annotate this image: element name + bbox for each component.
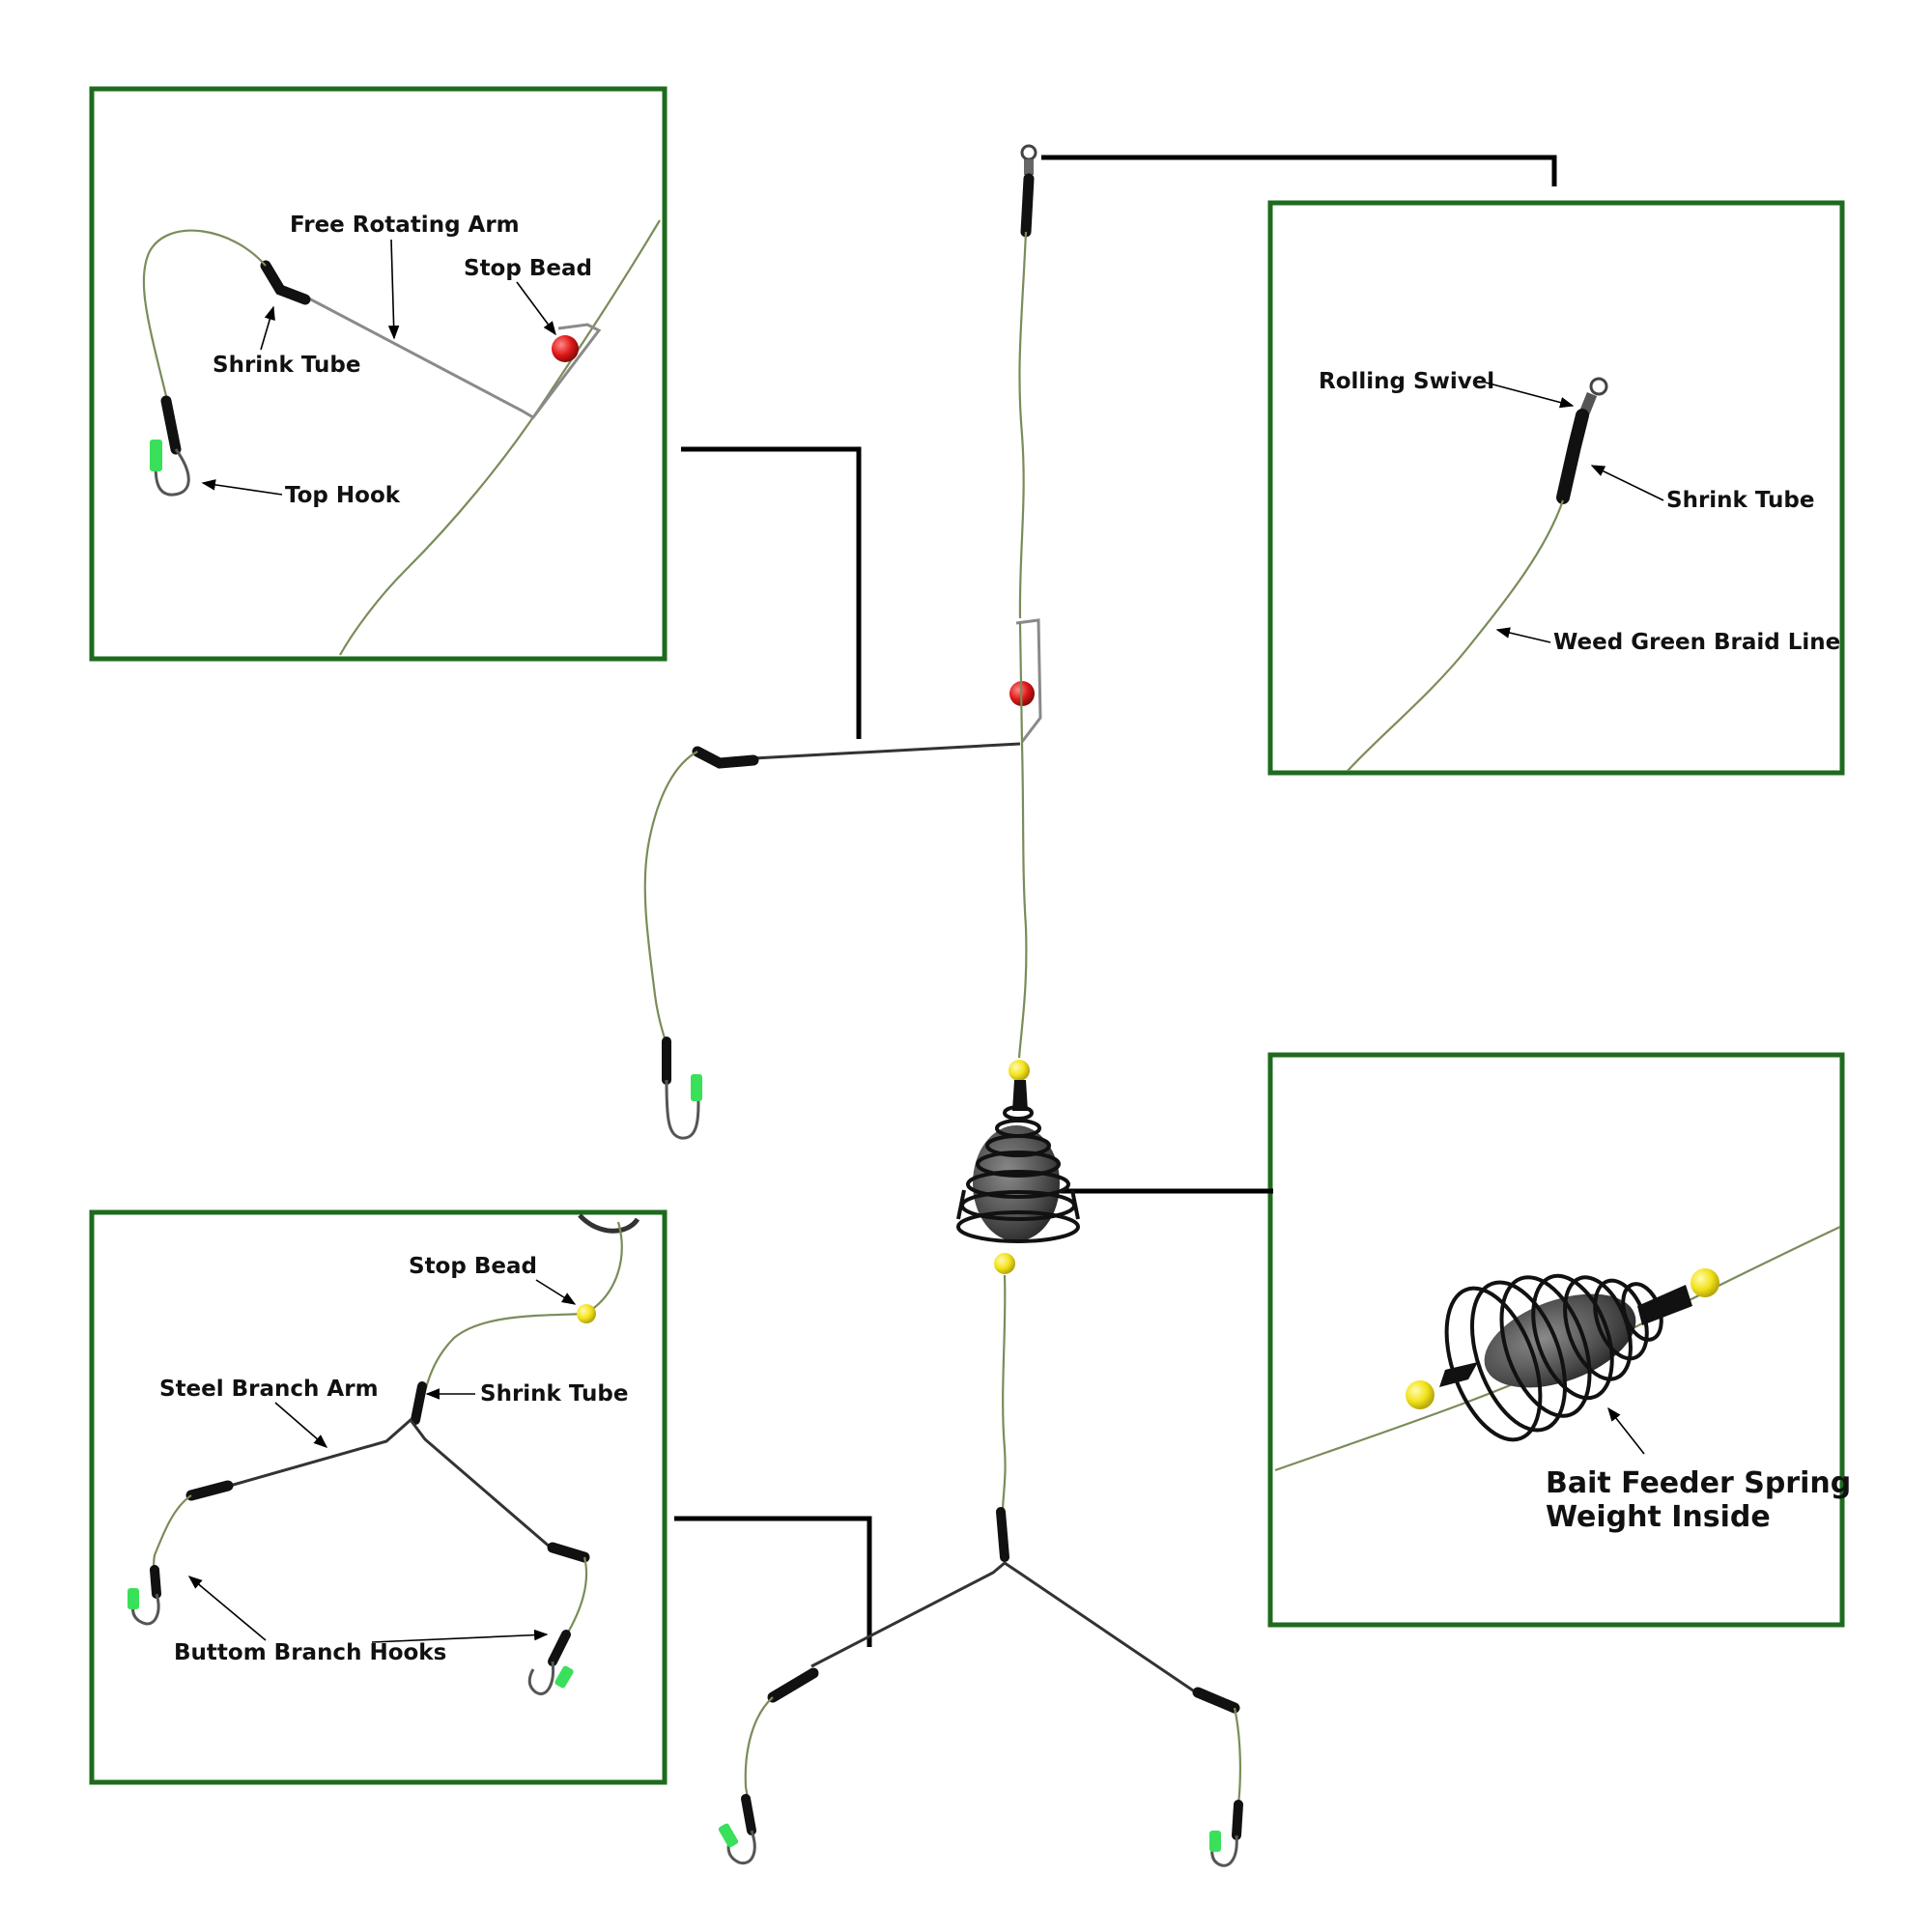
label-stop-bead-bottom: Stop Bead bbox=[409, 1254, 537, 1279]
detail-left-hook-tube-icon bbox=[150, 1565, 161, 1599]
detail-swivel: Rolling Swivel Shrink Tube Weed Green Br… bbox=[1319, 369, 1840, 772]
main-braid-middle bbox=[1017, 622, 1028, 1059]
label-steel-branch-arm: Steel Branch Arm bbox=[159, 1377, 379, 1402]
detail-branch: Stop Bead Steel Branch Arm Shrink Tube B… bbox=[128, 1213, 640, 1695]
arrow-stop-bead-bottom bbox=[535, 1279, 577, 1305]
top-hook-icon bbox=[665, 1079, 700, 1140]
arrow-bait-feeder bbox=[1607, 1406, 1645, 1455]
label-shrink-tube-bottom: Shrink Tube bbox=[480, 1381, 628, 1406]
detail-left-branch-tube-icon bbox=[185, 1480, 234, 1501]
arrow-weed-green-braid-line bbox=[1495, 627, 1551, 643]
left-branch-snood bbox=[744, 1696, 774, 1803]
detail-swivel-ring-icon bbox=[1589, 377, 1608, 396]
arrow-shrink-tube-right bbox=[1590, 465, 1664, 501]
rotating-arm-wire-icon bbox=[753, 742, 1021, 760]
connector-swivel bbox=[1041, 155, 1557, 186]
main-braid-lower bbox=[1001, 1274, 1007, 1513]
detail-branch-wire-icon bbox=[229, 1417, 552, 1549]
arrow-steel-branch-arm bbox=[274, 1402, 328, 1448]
shrink-tube-lower-icon bbox=[996, 1507, 1009, 1562]
detail-right-hook-tip-icon bbox=[554, 1665, 574, 1689]
detail-right-hook-icon bbox=[527, 1661, 555, 1695]
detail-shrink-tube-icon bbox=[260, 260, 311, 305]
label-rolling-swivel: Rolling Swivel bbox=[1319, 369, 1494, 394]
detail-arm-frame-icon bbox=[306, 296, 602, 419]
shrink-tube-left-branch-icon bbox=[767, 1667, 819, 1703]
detail-frame-top-left bbox=[89, 86, 668, 662]
connector-rotating-arm bbox=[681, 446, 862, 739]
detail-loop-top bbox=[578, 1213, 640, 1234]
label-shrink-tube-right: Shrink Tube bbox=[1666, 488, 1814, 513]
detail-upper-braid bbox=[418, 1221, 623, 1411]
detail-main-braid bbox=[339, 219, 661, 656]
detail-top-snood bbox=[142, 229, 267, 397]
bait-feeder-spring-icon bbox=[956, 1080, 1080, 1243]
label-stop-bead-top: Stop Bead bbox=[464, 256, 592, 281]
detail-right-branch-tube-icon bbox=[547, 1542, 590, 1563]
yellow-bead-top-icon bbox=[1009, 1060, 1030, 1081]
detail-top-hook-tip-icon bbox=[150, 440, 162, 471]
top-hook-snood bbox=[643, 751, 698, 1044]
detail-frame-bottom-left bbox=[89, 1209, 668, 1785]
top-hook-tip-icon bbox=[691, 1074, 702, 1101]
detail-left-snood bbox=[153, 1494, 192, 1580]
arrow-free-rotating-arm bbox=[387, 239, 400, 340]
detail-right-snood bbox=[564, 1556, 588, 1638]
detail-hook-tube-icon bbox=[160, 395, 182, 455]
detail-frame-top-right bbox=[1267, 200, 1845, 776]
arrow-rolling-swivel bbox=[1485, 382, 1575, 409]
detail-frame-middle-right bbox=[1267, 1052, 1845, 1628]
detail-feeder: Bait Feeder Spring Weight Inside bbox=[1274, 1226, 1851, 1534]
detail-left-hook-tip-icon bbox=[128, 1588, 139, 1609]
detail-shrink-tube-icon bbox=[1556, 409, 1589, 504]
detail-rotating-arm: Free Rotating Arm Stop Bead Shrink Tube … bbox=[142, 213, 661, 656]
detail-braid-line bbox=[1347, 499, 1565, 772]
yellow-bead-bottom-icon bbox=[994, 1253, 1015, 1274]
detail-red-bead-icon bbox=[552, 335, 579, 362]
arrow-buttom-hooks-right bbox=[371, 1629, 549, 1643]
label-weed-green-braid-line: Weed Green Braid Line bbox=[1553, 630, 1840, 655]
detail-top-hook-icon bbox=[154, 448, 190, 497]
shrink-tube-left-hook-icon bbox=[741, 1794, 756, 1835]
left-hook-tip-icon bbox=[718, 1823, 739, 1848]
right-hook-tip-icon bbox=[1209, 1831, 1221, 1852]
label-free-rotating-arm: Free Rotating Arm bbox=[290, 213, 520, 238]
label-top-hook: Top Hook bbox=[285, 483, 401, 508]
shrink-tube-arm-icon bbox=[692, 746, 759, 769]
label-bait-feeder-line1: Bait Feeder Spring bbox=[1546, 1466, 1851, 1500]
detail-yellow-bead-icon bbox=[577, 1304, 596, 1323]
shrink-tube-top-icon bbox=[1020, 173, 1035, 238]
boom-wire-frame-icon bbox=[1015, 618, 1042, 743]
detail-shrink-tube-icon bbox=[411, 1381, 427, 1425]
swivel-barrel-icon bbox=[1024, 159, 1034, 175]
detail-yellow-bead-right-icon bbox=[1690, 1268, 1719, 1297]
arrow-top-hook bbox=[201, 479, 283, 496]
shrink-tube-right-hook-icon bbox=[1232, 1800, 1243, 1840]
label-buttom-branch-hooks: Buttom Branch Hooks bbox=[174, 1640, 446, 1665]
detail-right-hook-tube-icon bbox=[548, 1630, 571, 1666]
arrow-shrink-tube-top bbox=[260, 305, 275, 351]
label-bait-feeder-line2: Weight Inside bbox=[1546, 1500, 1771, 1534]
detail-feeder-spring-icon bbox=[1439, 1273, 1692, 1442]
swivel-ring-icon bbox=[1020, 144, 1037, 161]
arrow-stop-bead-top bbox=[516, 281, 556, 336]
main-braid-upper bbox=[1018, 231, 1028, 619]
label-shrink-tube-top: Shrink Tube bbox=[213, 353, 360, 378]
arrow-buttom-hooks-left bbox=[187, 1576, 267, 1641]
right-branch-snood bbox=[1233, 1707, 1241, 1805]
main-rig bbox=[643, 144, 1243, 1867]
detail-yellow-bead-left-icon bbox=[1406, 1380, 1435, 1409]
shrink-tube-right-branch-icon bbox=[1192, 1687, 1240, 1714]
connector-branch bbox=[674, 1516, 872, 1647]
branch-arm-wire-icon bbox=[810, 1561, 1197, 1694]
